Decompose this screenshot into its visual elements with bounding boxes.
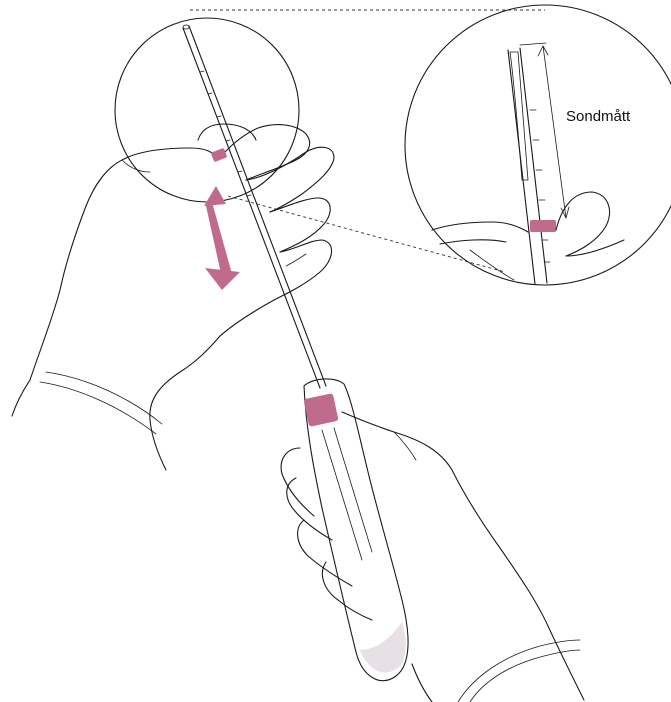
depth-marker-ring-magnified: [530, 220, 556, 232]
depth-marker-ring: [211, 148, 228, 162]
probe-tip-slot: [510, 52, 528, 180]
handle-button: [303, 393, 338, 427]
measurement-arrow: [520, 43, 569, 218]
movement-arrow-icon: [204, 186, 240, 290]
projection-line-bottom: [228, 196, 505, 272]
zoom-circle-small: [115, 18, 299, 202]
right-hand: [281, 412, 584, 702]
projection-lines: [190, 10, 545, 272]
probe-handle: [303, 379, 408, 681]
probe-scale-marks: [200, 71, 251, 196]
callout-label-probe-depth: Sondmått: [566, 108, 630, 125]
probe-shaft: [183, 25, 326, 388]
zoom-circle-large: [405, 5, 671, 285]
probe-tip: [183, 25, 189, 29]
